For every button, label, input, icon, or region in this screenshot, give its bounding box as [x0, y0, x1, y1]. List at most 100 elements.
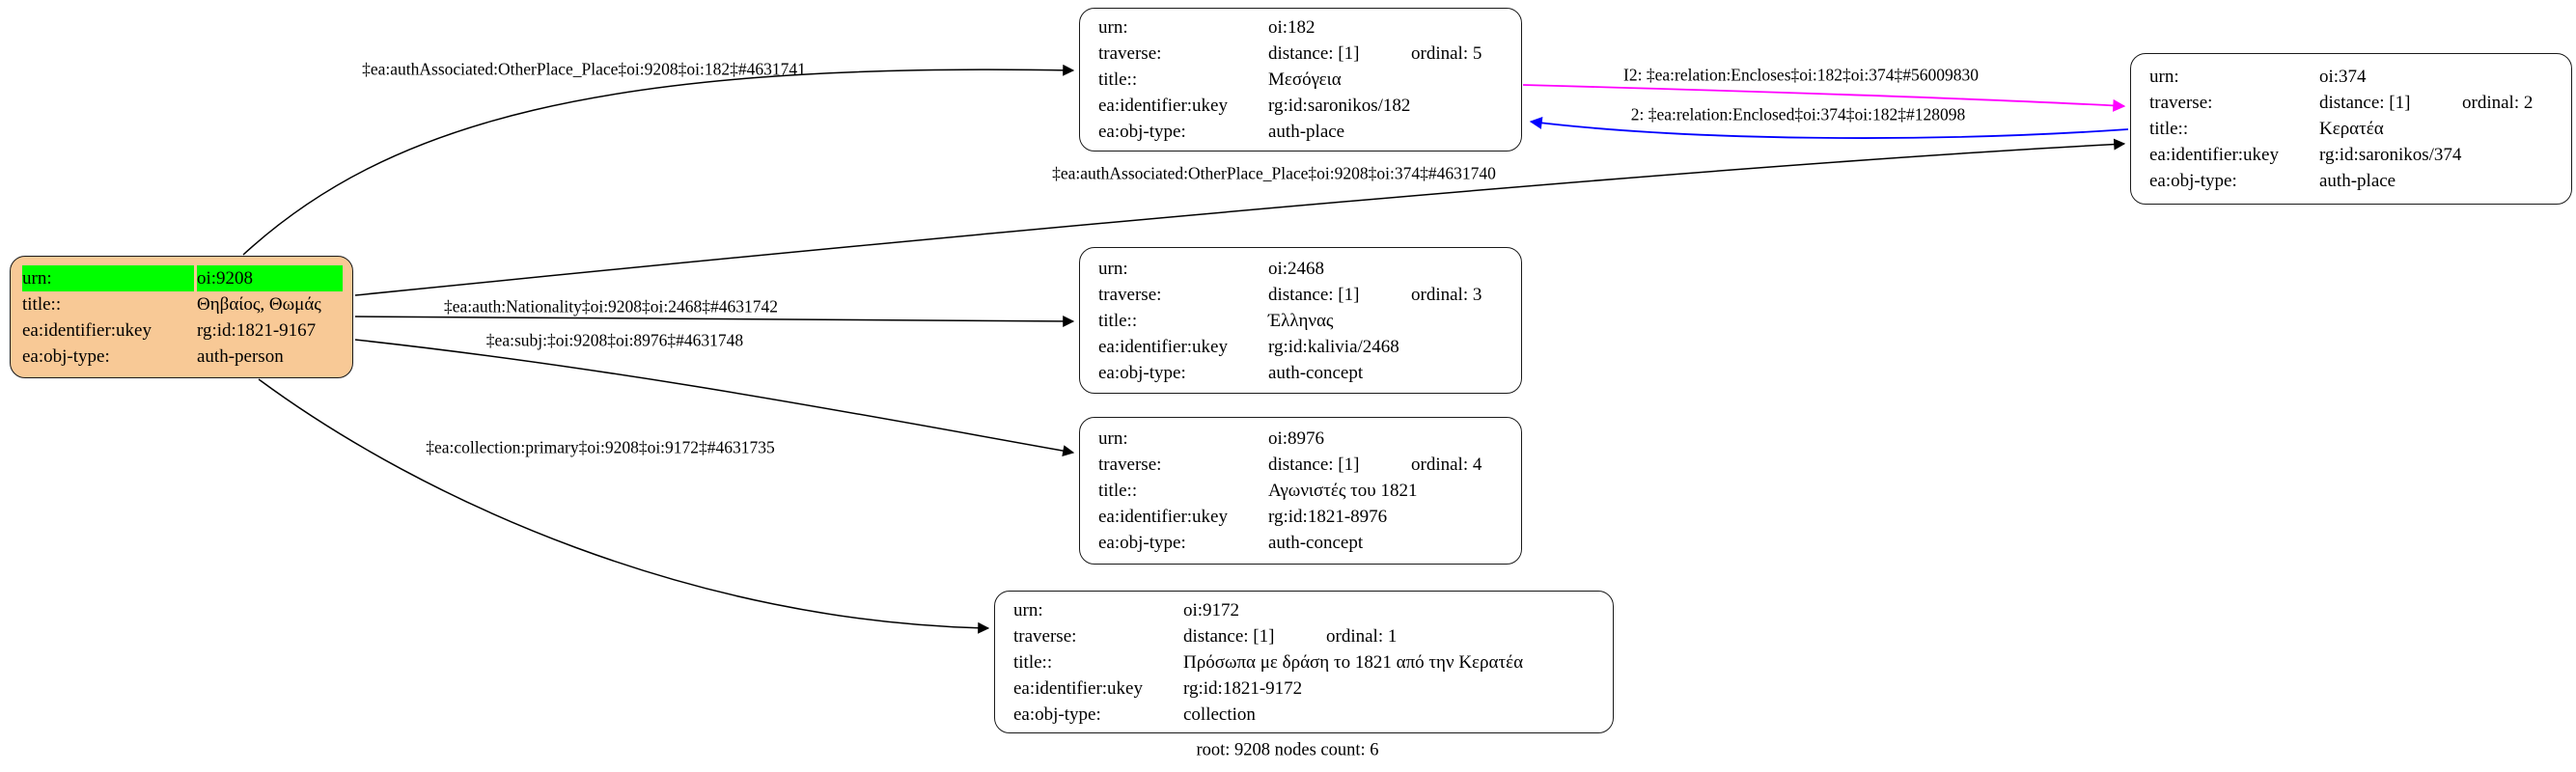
field-value: distance: [1] ordinal: 3 — [1268, 282, 1508, 308]
traverse-distance: distance: [1] — [1268, 455, 1360, 475]
node-row-traverse: traverse: distance: [1] ordinal: 3 — [1098, 282, 1508, 308]
field-label: title:: — [2149, 119, 2189, 139]
field-value: auth-concept — [1268, 533, 1364, 553]
node-row-title: title:: Αγωνιστές του 1821 — [1098, 478, 1508, 504]
field-value: oi:8976 — [1268, 428, 1325, 449]
field-label: ea:identifier:ukey — [1098, 96, 1228, 116]
node-oi-2468[interactable]: urn: oi:2468 traverse: distance: [1] ordi… — [1079, 247, 1522, 394]
field-label: ea:identifier:ukey — [22, 319, 152, 341]
traverse-distance: distance: [1] — [2319, 93, 2411, 113]
edge-label-collection-primary: ‡ea:collection:primary‡oi:9208‡oi:9172‡#… — [426, 437, 775, 457]
edge-label-relation-enclosed: 2: ‡ea:relation:Enclosed‡oi:374‡oi:182‡#… — [1630, 104, 1966, 124]
field-value: rg:id:kalivia/2468 — [1268, 336, 1399, 357]
field-label: ea:obj-type: — [1098, 122, 1186, 142]
field-label: ea:identifier:ukey — [1013, 677, 1143, 699]
node-row-urn: urn: oi:9208 — [22, 264, 343, 291]
node-row-identifier: ea:identifier:ukey rg:id:1821-8976 — [1098, 504, 1508, 530]
node-row-urn: urn: oi:2468 — [1098, 256, 1508, 282]
field-label: traverse: — [2149, 93, 2213, 113]
field-value: oi:182 — [1268, 17, 1316, 38]
node-oi-374[interactable]: urn: oi:374 traverse: distance: [1] ordin… — [2130, 53, 2572, 205]
field-label: title:: — [1098, 481, 1138, 501]
field-label: ea:obj-type: — [2149, 171, 2237, 191]
edge-label-authassociated-374: ‡ea:authAssociated:OtherPlace_Place‡oi:9… — [1052, 163, 1496, 183]
traverse-ordinal: ordinal: 3 — [1411, 284, 1482, 305]
node-row-identifier: ea:identifier:ukey rg:id:kalivia/2468 — [1098, 334, 1508, 360]
node-row-title: title:: Κερατέα — [2149, 116, 2558, 142]
traverse-ordinal: ordinal: 1 — [1326, 625, 1398, 647]
node-row-identifier: ea:identifier:ukey rg:id:1821-9172 — [1013, 676, 1599, 702]
edge-subj-8976 — [354, 339, 1075, 457]
edge-collection-primary-9172 — [258, 378, 990, 634]
node-oi-8976[interactable]: urn: oi:8976 traverse: distance: [1] ordi… — [1079, 417, 1522, 565]
edge-auth-nationality-2468 — [354, 315, 1075, 327]
field-label: ea:obj-type: — [1098, 533, 1186, 553]
traverse-ordinal: ordinal: 4 — [1411, 455, 1482, 475]
field-value: rg:id:1821-9172 — [1183, 677, 1303, 699]
node-row-objtype: ea:obj-type: auth-place — [2149, 168, 2558, 194]
edge-label-auth-nationality: ‡ea:auth:Nationality‡oi:9208‡oi:2468‡#46… — [443, 296, 779, 317]
field-value: Έλληνας — [1268, 310, 1334, 331]
field-label: urn: — [1013, 599, 1043, 620]
node-row-urn: urn: oi:9172 — [1013, 597, 1599, 623]
field-label: traverse: — [1098, 455, 1162, 475]
field-value: distance: [1]ordinal: 5 — [1268, 41, 1508, 67]
node-row-objtype: ea:obj-type: auth-person — [22, 344, 343, 370]
field-label: traverse: — [1098, 43, 1162, 64]
field-value: oi:9208 — [197, 264, 343, 291]
field-value: auth-place — [1268, 122, 1345, 142]
traverse-distance: distance: [1] — [1183, 625, 1275, 647]
field-label: title:: — [1098, 310, 1138, 331]
edge-relation-encloses — [1522, 84, 2126, 112]
node-row-title: title:: Έλληνας — [1098, 308, 1508, 334]
node-row-title: title:: Θηβαίος, Θωμάς — [22, 291, 343, 317]
node-row-urn: urn: oi:182 — [1098, 14, 1508, 41]
field-value: distance: [1] ordinal: 2 — [2319, 90, 2558, 116]
node-row-traverse: traverse: distance: [1] ordinal: 2 — [2149, 90, 2558, 116]
field-value: rg:id:saronikos/374 — [2319, 145, 2462, 165]
field-label: ea:identifier:ukey — [1098, 507, 1228, 527]
field-label: ea:obj-type: — [22, 345, 110, 367]
traverse-ordinal: ordinal: 5 — [1411, 43, 1482, 64]
node-row-objtype: ea:obj-type: auth-concept — [1098, 360, 1508, 386]
traverse-distance: distance: [1] — [1268, 284, 1360, 305]
edge-label-subj: ‡ea:subj:‡oi:9208‡oi:8976‡#4631748 — [485, 330, 744, 350]
node-row-identifier: ea:identifier:ukey rg:id:1821-9167 — [22, 317, 343, 344]
field-value: rg:id:1821-9167 — [197, 319, 317, 341]
field-value: auth-place — [2319, 171, 2396, 191]
field-value: rg:id:saronikos/182 — [1268, 96, 1411, 116]
node-row-urn: urn: oi:8976 — [1098, 426, 1508, 452]
field-value: Κερατέα — [2319, 119, 2384, 139]
field-value: oi:374 — [2319, 67, 2367, 87]
field-label: urn: — [22, 264, 194, 291]
field-label: urn: — [1098, 258, 1128, 279]
field-label: ea:identifier:ukey — [1098, 336, 1228, 357]
field-value: oi:9172 — [1183, 599, 1240, 620]
field-value: Αγωνιστές του 1821 — [1268, 481, 1418, 501]
node-row-traverse: traverse: distance: [1] ordinal: 4 — [1098, 452, 1508, 478]
node-row-objtype: ea:obj-type: auth-place — [1098, 119, 1508, 145]
node-oi-9208[interactable]: urn: oi:9208 title:: Θηβαίος, Θωμάς ea:i… — [10, 256, 353, 378]
field-value: collection — [1183, 703, 1256, 725]
node-row-title: title:: Μεσόγεια — [1098, 67, 1508, 93]
field-value: Θηβαίος, Θωμάς — [197, 293, 321, 315]
node-row-urn: urn: oi:374 — [2149, 64, 2558, 90]
graph-caption: root: 9208 nodes count: 6 — [1196, 740, 1379, 760]
node-row-objtype: ea:obj-type: collection — [1013, 702, 1599, 728]
node-row-identifier: ea:identifier:ukey rg:id:saronikos/182 — [1098, 93, 1508, 119]
field-label: traverse: — [1098, 284, 1162, 305]
field-label: title:: — [1013, 651, 1053, 673]
edge-authassociated-otherplace-374 — [354, 138, 2126, 296]
edge-relation-enclosed — [1529, 116, 2129, 139]
node-row-traverse: traverse: distance: [1]ordinal: 1 — [1013, 623, 1599, 649]
field-value: auth-person — [197, 345, 284, 367]
traverse-ordinal: ordinal: 2 — [2462, 93, 2534, 113]
node-oi-9172[interactable]: urn: oi:9172 traverse: distance: [1]ordi… — [994, 591, 1614, 733]
node-oi-182[interactable]: urn: oi:182 traverse: distance: [1]ordin… — [1079, 8, 1522, 152]
node-row-objtype: ea:obj-type: auth-concept — [1098, 530, 1508, 556]
field-label: urn: — [1098, 17, 1128, 38]
field-label: ea:obj-type: — [1098, 362, 1186, 383]
field-value: distance: [1] ordinal: 4 — [1268, 452, 1508, 478]
field-label: urn: — [1098, 428, 1128, 449]
